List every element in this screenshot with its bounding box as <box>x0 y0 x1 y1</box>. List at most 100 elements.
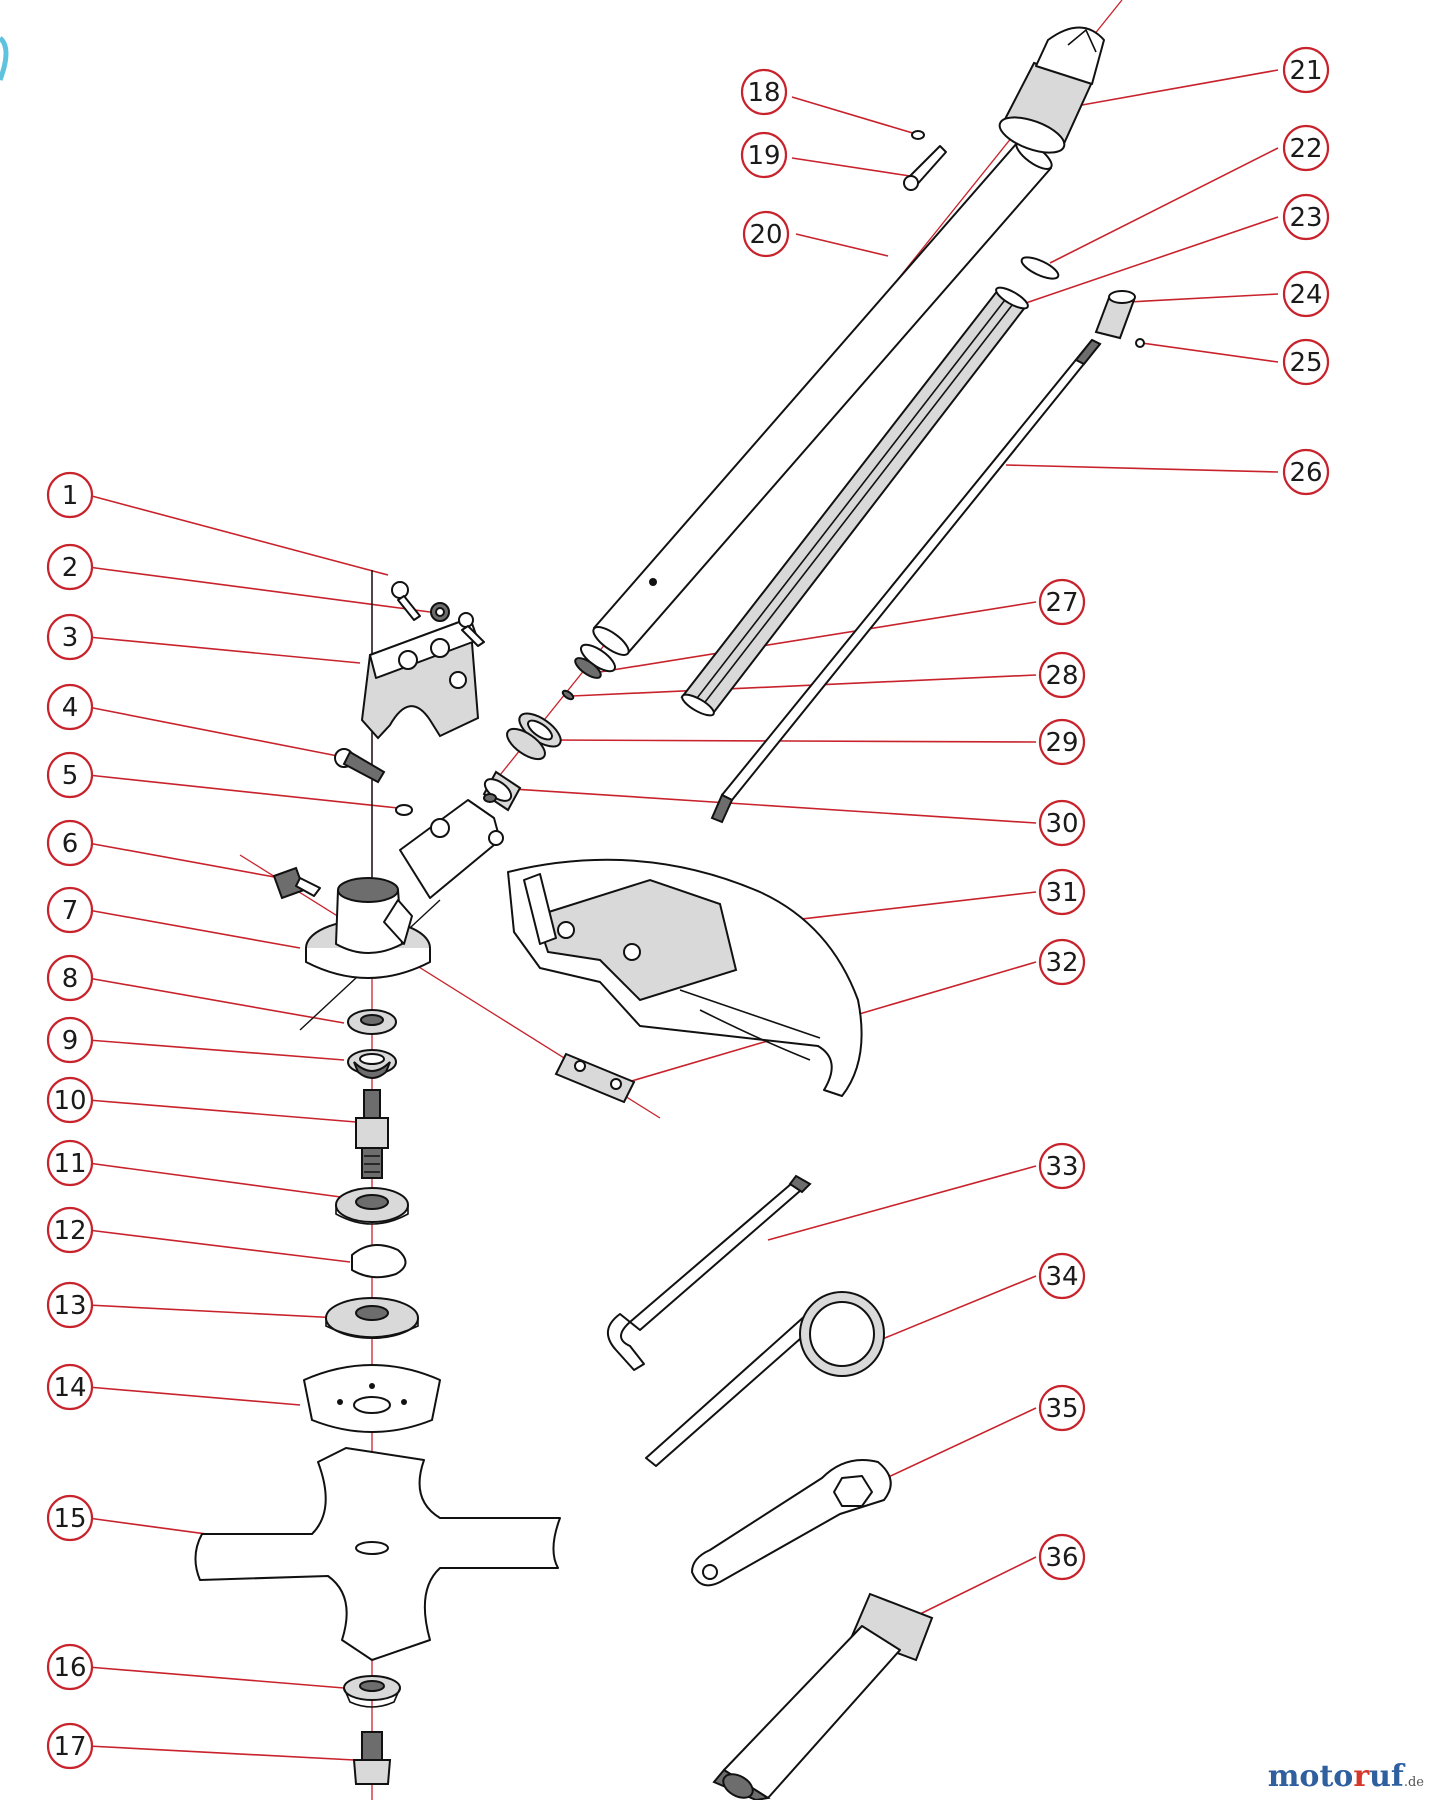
callout-11: 11 <box>46 1139 94 1187</box>
guard-31 <box>507 858 863 1097</box>
callout-28: 28 <box>1038 651 1086 699</box>
svg-text:4: 4 <box>62 693 79 723</box>
leader-6 <box>87 842 281 879</box>
callout-19: 19 <box>740 131 788 179</box>
callout-8: 8 <box>46 954 94 1002</box>
small-parts-top <box>903 130 1145 348</box>
bearings-27-30 <box>482 643 617 812</box>
svg-text:31: 31 <box>1045 878 1078 908</box>
callout-22: 22 <box>1282 124 1330 172</box>
bushing-24 <box>1094 290 1136 340</box>
svg-text:25: 25 <box>1289 348 1322 378</box>
svg-text:23: 23 <box>1289 203 1322 233</box>
svg-text:11: 11 <box>53 1149 86 1179</box>
callout-5: 5 <box>46 751 94 799</box>
callout-10: 10 <box>46 1076 94 1124</box>
leader-21 <box>1081 69 1279 106</box>
logo-suffix: .de <box>1403 1775 1424 1790</box>
leader-8 <box>87 977 345 1024</box>
svg-text:7: 7 <box>62 896 79 926</box>
clamp-3 <box>360 616 480 740</box>
ring-22 <box>1020 256 1060 280</box>
leader-23 <box>1019 216 1279 306</box>
callout-markers: 1 2 3 4 5 6 7 8 9 10 11 12 13 14 15 16 1… <box>46 46 1330 1770</box>
callout-14: 14 <box>46 1363 94 1411</box>
callout-16: 16 <box>46 1643 94 1691</box>
svg-text:35: 35 <box>1045 1394 1078 1424</box>
callout-12: 12 <box>46 1206 94 1254</box>
corner-mark <box>0 36 9 81</box>
ring-spanner-34 <box>645 1291 885 1467</box>
leader-9 <box>87 1039 345 1061</box>
callout-23: 23 <box>1282 193 1330 241</box>
svg-text:18: 18 <box>747 78 780 108</box>
leader-13 <box>87 1304 341 1319</box>
leader-29 <box>543 739 1037 743</box>
svg-text:10: 10 <box>53 1086 86 1116</box>
leader-2 <box>87 566 431 613</box>
svg-text:34: 34 <box>1045 1262 1078 1292</box>
svg-text:22: 22 <box>1289 134 1322 164</box>
logo-part-3: uf <box>1369 1759 1404 1794</box>
leader-lines <box>87 69 1279 1761</box>
leader-7 <box>87 909 301 949</box>
callout-15: 15 <box>46 1494 94 1542</box>
callout-7: 7 <box>46 886 94 934</box>
callout-3: 3 <box>46 613 94 661</box>
callout-13: 13 <box>46 1281 94 1329</box>
leader-14 <box>87 1386 301 1406</box>
svg-text:8: 8 <box>62 964 79 994</box>
svg-text:2: 2 <box>62 553 79 583</box>
callout-9: 9 <box>46 1016 94 1064</box>
callout-31: 31 <box>1038 868 1086 916</box>
drive-shaft-26 <box>710 338 1102 824</box>
washer-28 <box>561 689 575 701</box>
svg-text:26: 26 <box>1289 458 1322 488</box>
bracket-32 <box>554 1052 636 1104</box>
svg-text:30: 30 <box>1045 809 1078 839</box>
callout-21: 21 <box>1282 46 1330 94</box>
svg-text:14: 14 <box>53 1373 86 1403</box>
gear-internals <box>194 1009 561 1785</box>
leader-11 <box>87 1162 349 1199</box>
leader-20 <box>795 233 889 257</box>
socket-36 <box>712 1592 934 1800</box>
leader-34 <box>879 1275 1037 1341</box>
svg-text:19: 19 <box>747 141 780 171</box>
leader-35 <box>881 1407 1037 1481</box>
leader-18 <box>791 96 917 135</box>
svg-text:12: 12 <box>53 1216 86 1246</box>
leader-28 <box>571 674 1037 697</box>
leader-1 <box>87 494 389 576</box>
flange-16 <box>343 1675 401 1708</box>
leader-10 <box>87 1099 357 1123</box>
leader-27 <box>599 601 1037 673</box>
motoruf-logo: motoruf.de <box>1268 1759 1424 1794</box>
svg-text:17: 17 <box>53 1732 86 1762</box>
washer-5 <box>395 804 413 816</box>
screw-6 <box>272 866 321 900</box>
leader-36 <box>917 1556 1037 1616</box>
leader-22 <box>1049 147 1279 264</box>
bearing-8 <box>347 1009 397 1035</box>
leader-26 <box>1005 464 1279 473</box>
svg-text:36: 36 <box>1045 1543 1078 1573</box>
leader-4 <box>87 706 349 759</box>
leader-30 <box>497 787 1037 824</box>
spacer-30 <box>482 770 522 812</box>
callout-18: 18 <box>740 68 788 116</box>
svg-text:33: 33 <box>1045 1152 1078 1182</box>
blade-15 <box>194 1447 561 1661</box>
nut-17 <box>352 1731 392 1785</box>
gear-head-7 <box>305 799 504 979</box>
callout-1: 1 <box>46 471 94 519</box>
callout-32: 32 <box>1038 938 1086 986</box>
screw-4 <box>334 748 386 784</box>
svg-text:21: 21 <box>1289 56 1322 86</box>
leader-5 <box>87 774 399 809</box>
callout-25: 25 <box>1282 338 1330 386</box>
svg-text:29: 29 <box>1045 728 1078 758</box>
leader-16 <box>87 1666 345 1689</box>
svg-text:1: 1 <box>62 481 79 511</box>
hex-key-33 <box>607 1174 812 1371</box>
